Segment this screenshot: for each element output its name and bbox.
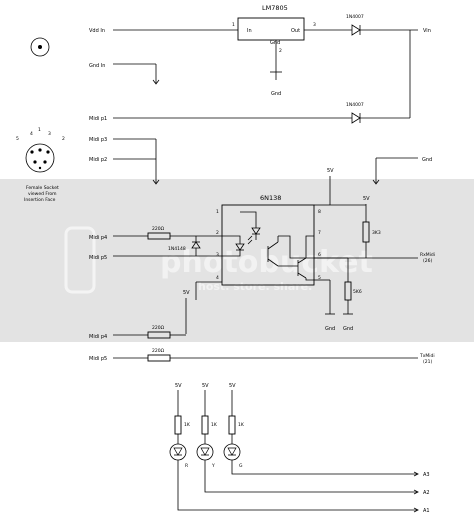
- svg-text:5: 5: [16, 136, 19, 142]
- svg-text:G: G: [239, 463, 243, 469]
- svg-text:1K: 1K: [184, 422, 191, 428]
- label-txmidi-pin: (21): [423, 359, 432, 365]
- label-rxmidi-pin: (26): [423, 258, 432, 264]
- opto-part: 6N138: [260, 194, 281, 202]
- label-gnd-5k6: Gnd: [343, 326, 353, 332]
- label-a1: A1: [423, 508, 430, 514]
- label-5v-top: 5V: [327, 168, 334, 174]
- label-a2: A2: [423, 490, 430, 496]
- label-r3k3: 3K3: [372, 230, 381, 236]
- din-socket: 5 4 3 2 1 Female Socket viewed From Inse…: [16, 37, 65, 203]
- label-vin: Vin: [423, 28, 431, 34]
- label-midi-p3: Midi p3: [89, 137, 107, 143]
- reg-pin3-num: 3: [313, 22, 316, 28]
- svg-text:1: 1: [216, 209, 219, 215]
- opto-box: [221, 204, 315, 286]
- reg-pin2-num: 2: [279, 48, 282, 54]
- svg-text:4: 4: [216, 275, 219, 281]
- label-r220c: 220Ω: [152, 348, 165, 354]
- ground-arrow-a: [152, 79, 160, 85]
- svg-text:1K: 1K: [238, 422, 245, 428]
- shaded-band: [0, 179, 474, 342]
- svg-text:8: 8: [318, 209, 321, 215]
- led-yellow: [196, 443, 214, 461]
- svg-text:1: 1: [38, 127, 41, 133]
- svg-text:Y: Y: [211, 463, 215, 469]
- label-r220b: 220Ω: [152, 325, 165, 331]
- ground-arrow-c: [372, 179, 380, 185]
- ground-symbol-reg: [270, 71, 282, 80]
- regulator-box: [237, 17, 305, 41]
- svg-text:3: 3: [216, 252, 219, 258]
- label-txmidi: TxMidi: [419, 353, 435, 359]
- optocoupler-6n138: 6N138 1 2 3 4 5 6 7 8: [216, 194, 321, 286]
- socket-caption-1: Female Socket: [26, 185, 59, 191]
- svg-text:5V: 5V: [229, 383, 236, 389]
- resistor-1k-c: [228, 415, 236, 435]
- regulator-lm7805: LM7805 In Out Gnd 1 3 2: [232, 4, 316, 54]
- watermark-brand: photobucket: [160, 245, 373, 280]
- ground-arrow-b: [152, 179, 160, 185]
- watermark-tagline: host. store. share.: [198, 280, 312, 293]
- diode-1n4007-a: [351, 24, 361, 36]
- label-midi-p5-in: Midi p5: [89, 255, 107, 261]
- resistor-1k-a: [174, 415, 182, 435]
- led-green: [223, 443, 241, 461]
- svg-text:5V: 5V: [202, 383, 209, 389]
- regulator-part: LM7805: [262, 4, 288, 12]
- svg-text:R: R: [185, 463, 188, 469]
- reg-pin-in: In: [247, 28, 252, 34]
- label-gnd-pin5: Gnd: [325, 326, 335, 332]
- svg-text:2: 2: [216, 230, 219, 236]
- label-d1: 1N4007: [346, 14, 364, 20]
- reg-pin-gnd: Gnd: [270, 40, 280, 46]
- reg-pin-out: Out: [291, 28, 300, 34]
- led-red: [169, 443, 187, 461]
- label-midi-p4-out: Midi p4: [89, 334, 107, 340]
- svg-text:6: 6: [318, 252, 321, 258]
- label-d2: 1N4007: [346, 102, 364, 108]
- label-a3: A3: [423, 472, 430, 478]
- svg-text:2: 2: [62, 136, 65, 142]
- svg-text:5: 5: [318, 275, 321, 281]
- socket-caption-2: viewed From: [28, 191, 57, 197]
- label-rxmidi: RxMidi: [420, 252, 435, 258]
- svg-text:1K: 1K: [211, 422, 218, 428]
- label-midi-p4-in: Midi p4: [89, 235, 107, 241]
- svg-text:7: 7: [318, 230, 321, 236]
- label-gnd-right: Gnd: [422, 157, 432, 163]
- led-array: 5V 5V 5V 1K 1K 1K R Y G: [169, 383, 419, 513]
- resistor-1k-b: [201, 415, 209, 435]
- label-vdd-in: Vdd In: [89, 28, 105, 34]
- label-5v-3k3: 5V: [363, 196, 370, 202]
- label-d3: 1N4148: [168, 246, 186, 252]
- label-reg-gnd: Gnd: [271, 91, 281, 97]
- diode-1n4007-b: [351, 112, 361, 124]
- label-r5k6: 5K6: [353, 289, 362, 295]
- label-r220a: 220Ω: [152, 226, 165, 232]
- label-midi-p5-out: Midi p5: [89, 356, 107, 362]
- reg-pin1-num: 1: [232, 22, 235, 28]
- socket-caption-3: Insertion Face: [24, 197, 56, 203]
- svg-text:3: 3: [48, 131, 51, 137]
- resistor-220-c: [147, 354, 171, 362]
- label-gnd-in: Gnd In: [89, 63, 105, 69]
- label-midi-p1: Midi p1: [89, 116, 107, 122]
- photobucket-watermark: photobucket host. store. share.: [64, 226, 373, 294]
- label-midi-p2: Midi p2: [89, 157, 107, 163]
- label-5v-tx: 5V: [183, 290, 190, 296]
- svg-text:5V: 5V: [175, 383, 182, 389]
- svg-text:4: 4: [30, 131, 33, 137]
